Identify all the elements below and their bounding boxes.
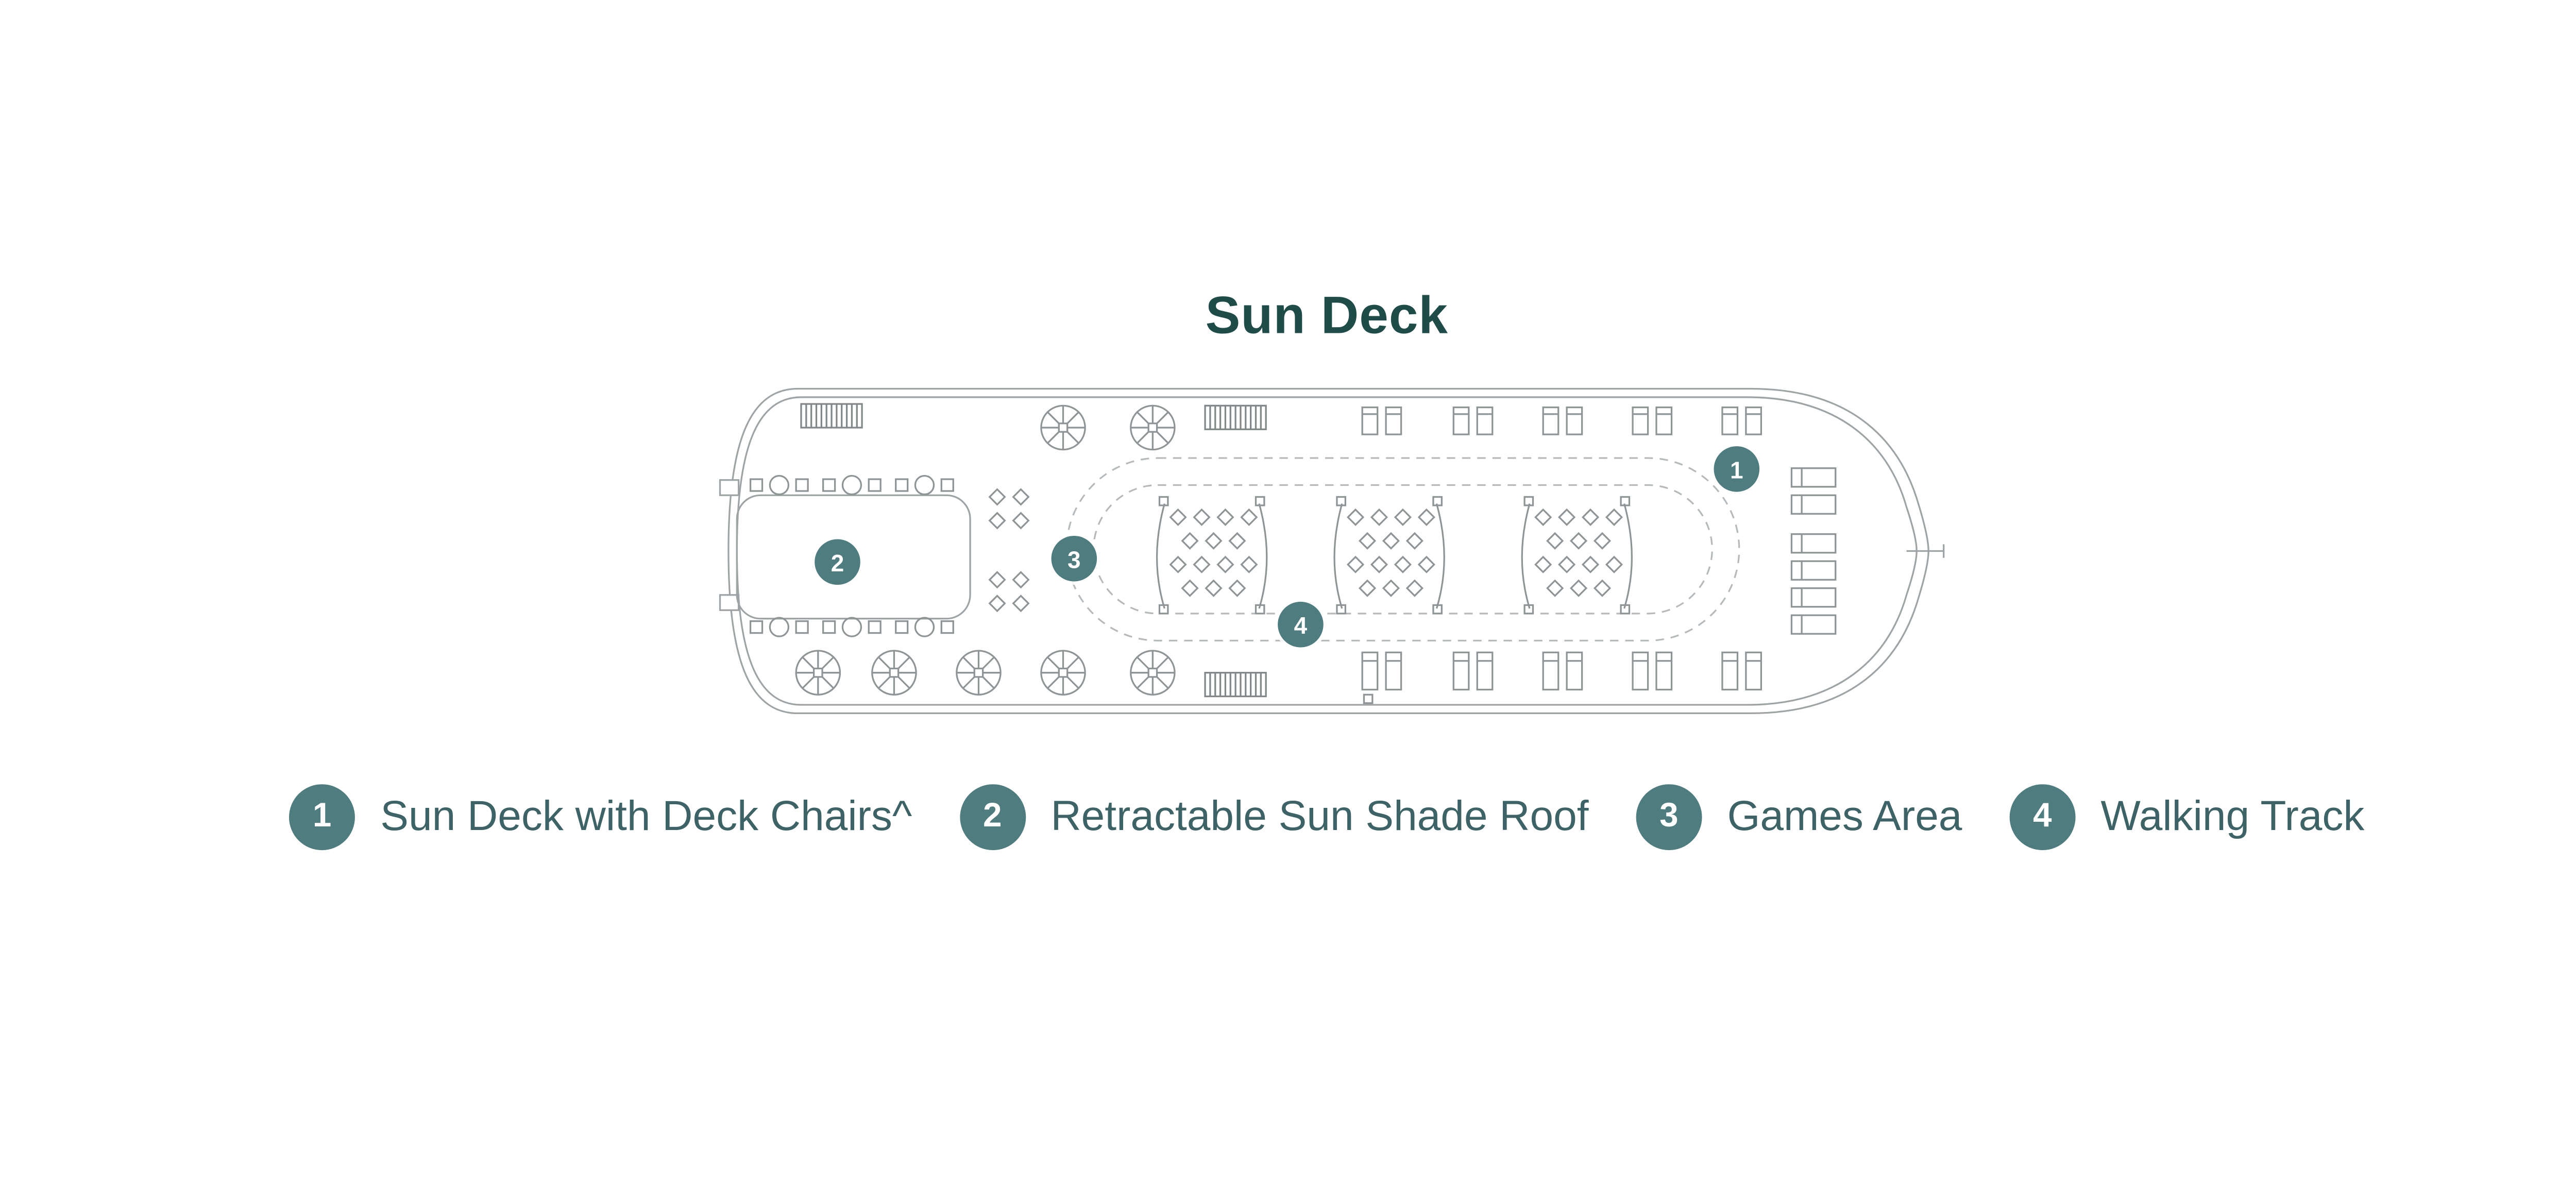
plan-marker-4-number: 4 — [1294, 611, 1308, 638]
deck-chairs-icon — [1721, 406, 1762, 435]
deck-plan-drawing — [719, 387, 1945, 715]
lounger-icon — [1790, 533, 1837, 554]
lounger-icon — [1790, 587, 1837, 608]
games-table-cluster-icon — [1522, 497, 1632, 613]
legend-item-2: 2 Retractable Sun Shade Roof — [959, 784, 1589, 851]
legend-item-1: 1 Sun Deck with Deck Chairs^ — [289, 784, 912, 851]
legend-badge-4: 4 — [2009, 784, 2076, 851]
umbrella-icon — [871, 650, 917, 696]
stairs-icon — [1204, 404, 1267, 430]
legend-label-4: Walking Track — [2100, 792, 2365, 840]
seating-quad-icon — [990, 572, 1028, 611]
stairs-icon — [1204, 672, 1267, 698]
lounger-icon — [1790, 467, 1837, 488]
table-set-icon — [895, 475, 954, 496]
page-title: Sun Deck — [1205, 285, 1448, 345]
games-table-cluster-icon — [1157, 497, 1267, 613]
deck-chairs-icon — [1542, 651, 1583, 691]
deck-chairs-icon — [1632, 406, 1673, 435]
deck-plan: 1 2 3 4 — [717, 382, 1951, 720]
table-set-icon — [822, 475, 882, 496]
lounger-icon — [1790, 560, 1837, 581]
plan-marker-3-number: 3 — [1067, 545, 1081, 572]
legend-label-2: Retractable Sun Shade Roof — [1050, 792, 1589, 840]
deck-chairs-icon — [1361, 406, 1402, 435]
deck-chairs-icon — [1452, 651, 1494, 691]
plan-marker-1-number: 1 — [1730, 455, 1743, 483]
legend-item-4: 4 Walking Track — [2009, 784, 2365, 851]
deck-chairs-icon — [1542, 406, 1583, 435]
legend-badge-1: 1 — [289, 784, 355, 851]
table-set-icon — [822, 617, 882, 637]
plan-marker-1: 1 — [1714, 446, 1760, 492]
legend-badge-2: 2 — [959, 784, 1026, 851]
umbrella-icon — [956, 650, 1002, 696]
table-set-icon — [749, 475, 809, 496]
plan-marker-2: 2 — [815, 539, 860, 585]
ship-hull-outline — [719, 387, 1945, 715]
legend-badge-3: 3 — [1636, 784, 1702, 851]
legend-item-3: 3 Games Area — [1636, 784, 1962, 851]
deck-chairs-icon — [1361, 651, 1402, 691]
stairs-icon — [800, 403, 863, 429]
deck-chairs-icon — [1452, 406, 1494, 435]
umbrella-icon — [1130, 404, 1176, 451]
table-set-icon — [895, 617, 954, 637]
plan-marker-4: 4 — [1278, 601, 1324, 648]
plan-marker-3: 3 — [1051, 535, 1097, 582]
legend-label-3: Games Area — [1727, 792, 1962, 840]
games-table-cluster-icon — [1334, 497, 1444, 613]
deck-chairs-icon — [1632, 651, 1673, 691]
table-set-icon — [749, 617, 809, 637]
legend-label-1: Sun Deck with Deck Chairs^ — [380, 792, 912, 840]
lounger-icon — [1790, 614, 1837, 635]
umbrella-icon — [1040, 650, 1086, 696]
umbrella-icon — [1040, 404, 1086, 451]
umbrella-icon — [795, 650, 841, 696]
deck-chairs-icon — [1721, 651, 1762, 691]
umbrella-icon — [1130, 650, 1176, 696]
plan-marker-2-number: 2 — [831, 548, 844, 576]
seating-quad-icon — [990, 489, 1028, 528]
legend: 1 Sun Deck with Deck Chairs^ 2 Retractab… — [29, 784, 2576, 851]
lounger-icon — [1790, 494, 1837, 515]
